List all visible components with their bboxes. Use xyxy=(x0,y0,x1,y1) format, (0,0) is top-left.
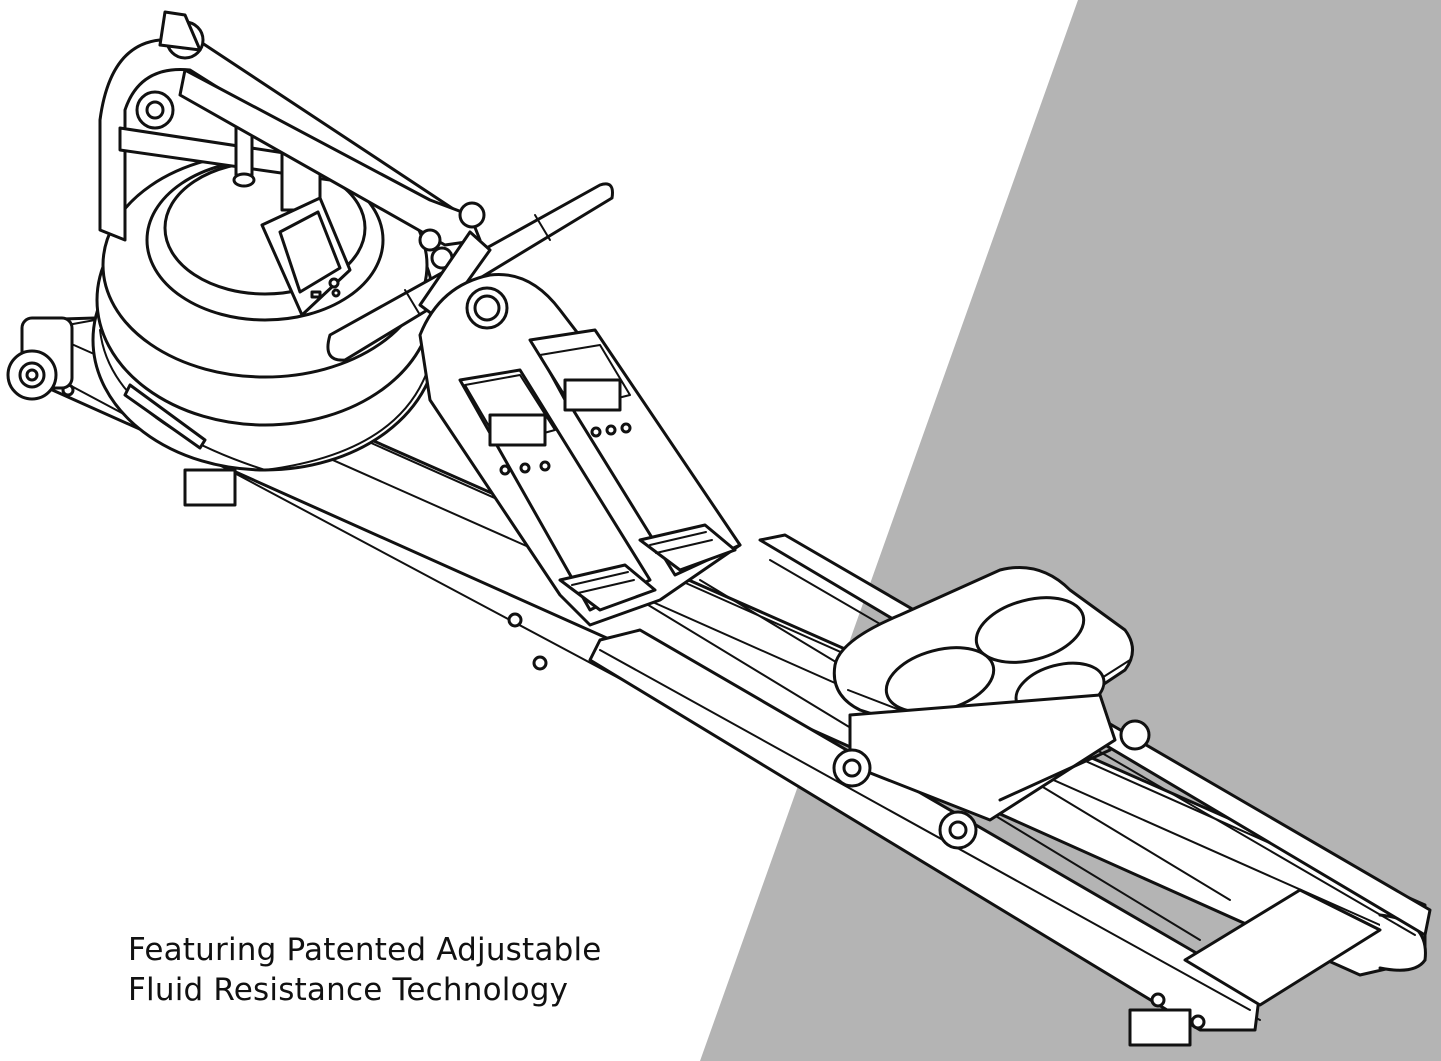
caption-line-1: Featuring Patented Adjustable xyxy=(128,932,602,968)
front-roller xyxy=(6,316,74,401)
monitor xyxy=(260,196,352,317)
foot-board xyxy=(418,272,742,627)
handle-bar xyxy=(326,182,614,362)
rowing-machine-drawing xyxy=(6,10,1432,1047)
seat xyxy=(832,566,1151,850)
caption-line-2: Fluid Resistance Technology xyxy=(128,972,569,1008)
water-tank xyxy=(91,151,439,507)
feature-caption: Featuring Patented Adjustable Fluid Resi… xyxy=(128,930,602,1010)
